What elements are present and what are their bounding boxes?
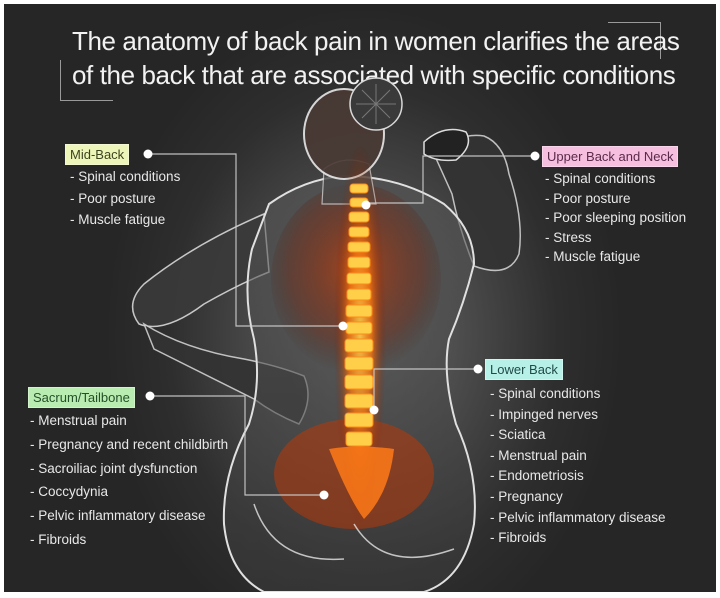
list-item: Fibroids bbox=[490, 528, 666, 549]
list-item: Coccydynia bbox=[30, 480, 228, 504]
connector-dots bbox=[143, 149, 540, 500]
sacrum-tailbone-label: Sacrum/Tailbone bbox=[28, 387, 135, 408]
list-item: Spinal conditions bbox=[545, 169, 686, 189]
woman-back-xray-illustration bbox=[131, 77, 540, 592]
list-item: Impinged nerves bbox=[490, 405, 666, 426]
connector-lines bbox=[148, 153, 535, 496]
upper-back-neck-label: Upper Back and Neck bbox=[542, 146, 679, 167]
lower-back-dot-label bbox=[473, 364, 483, 374]
mid-back-dot-spine bbox=[338, 321, 348, 331]
lower-back-dot-spine bbox=[369, 405, 379, 415]
list-item: Menstrual pain bbox=[30, 409, 228, 433]
list-item: Endometriosis bbox=[490, 466, 666, 487]
mid-back-connector bbox=[148, 153, 343, 327]
lower-back-label: Lower Back bbox=[485, 359, 563, 380]
list-item: Stress bbox=[545, 228, 686, 248]
title-bracket-bottom-left bbox=[60, 60, 113, 101]
list-item: Menstrual pain bbox=[490, 446, 666, 467]
list-item: Poor sleeping position bbox=[545, 208, 686, 228]
list-item: Poor posture bbox=[70, 188, 180, 210]
title-bracket-top-right bbox=[608, 22, 661, 59]
title-line-1: The anatomy of back pain in women clarif… bbox=[72, 26, 680, 56]
infographic-panel: The anatomy of back pain in women clarif… bbox=[4, 4, 716, 592]
sacrum-connector bbox=[150, 395, 324, 496]
sacrum-dot-label bbox=[145, 391, 155, 401]
mid-back-conditions-list: Spinal conditions Poor posture Muscle fa… bbox=[70, 166, 180, 231]
list-item: Pregnancy and recent childbirth bbox=[30, 433, 228, 457]
list-item: Pelvic inflammatory disease bbox=[490, 508, 665, 529]
list-item: Pelvic inflammatory disease bbox=[30, 504, 228, 528]
list-item: Muscle fatigue bbox=[70, 209, 180, 231]
lower-back-conditions-list: Spinal conditions Impinged nerves Sciati… bbox=[490, 384, 666, 549]
list-item: Sciatica bbox=[490, 425, 666, 446]
lower-back-connector bbox=[373, 368, 478, 410]
list-item: Pregnancy bbox=[490, 487, 666, 508]
mid-back-label: Mid-Back bbox=[65, 144, 130, 165]
sacrum-tailbone-conditions-list: Menstrual pain Pregnancy and recent chil… bbox=[30, 409, 228, 552]
sacrum-dot-spine bbox=[319, 490, 329, 500]
list-item: Spinal conditions bbox=[70, 166, 180, 188]
mid-back-dot-label bbox=[143, 149, 153, 159]
upper-back-connector bbox=[366, 155, 535, 204]
list-item: Muscle fatigue bbox=[545, 247, 686, 267]
list-item: Poor posture bbox=[545, 189, 686, 209]
upper-back-neck-conditions-list: Spinal conditions Poor posture Poor slee… bbox=[545, 169, 686, 267]
spine-illustration bbox=[329, 144, 394, 524]
upper-back-dot-label bbox=[530, 151, 540, 161]
list-item: Sacroiliac joint dysfunction bbox=[30, 457, 228, 481]
list-item: Fibroids bbox=[30, 528, 228, 552]
upper-back-dot-spine bbox=[361, 200, 371, 210]
list-item: Spinal conditions bbox=[490, 384, 666, 405]
